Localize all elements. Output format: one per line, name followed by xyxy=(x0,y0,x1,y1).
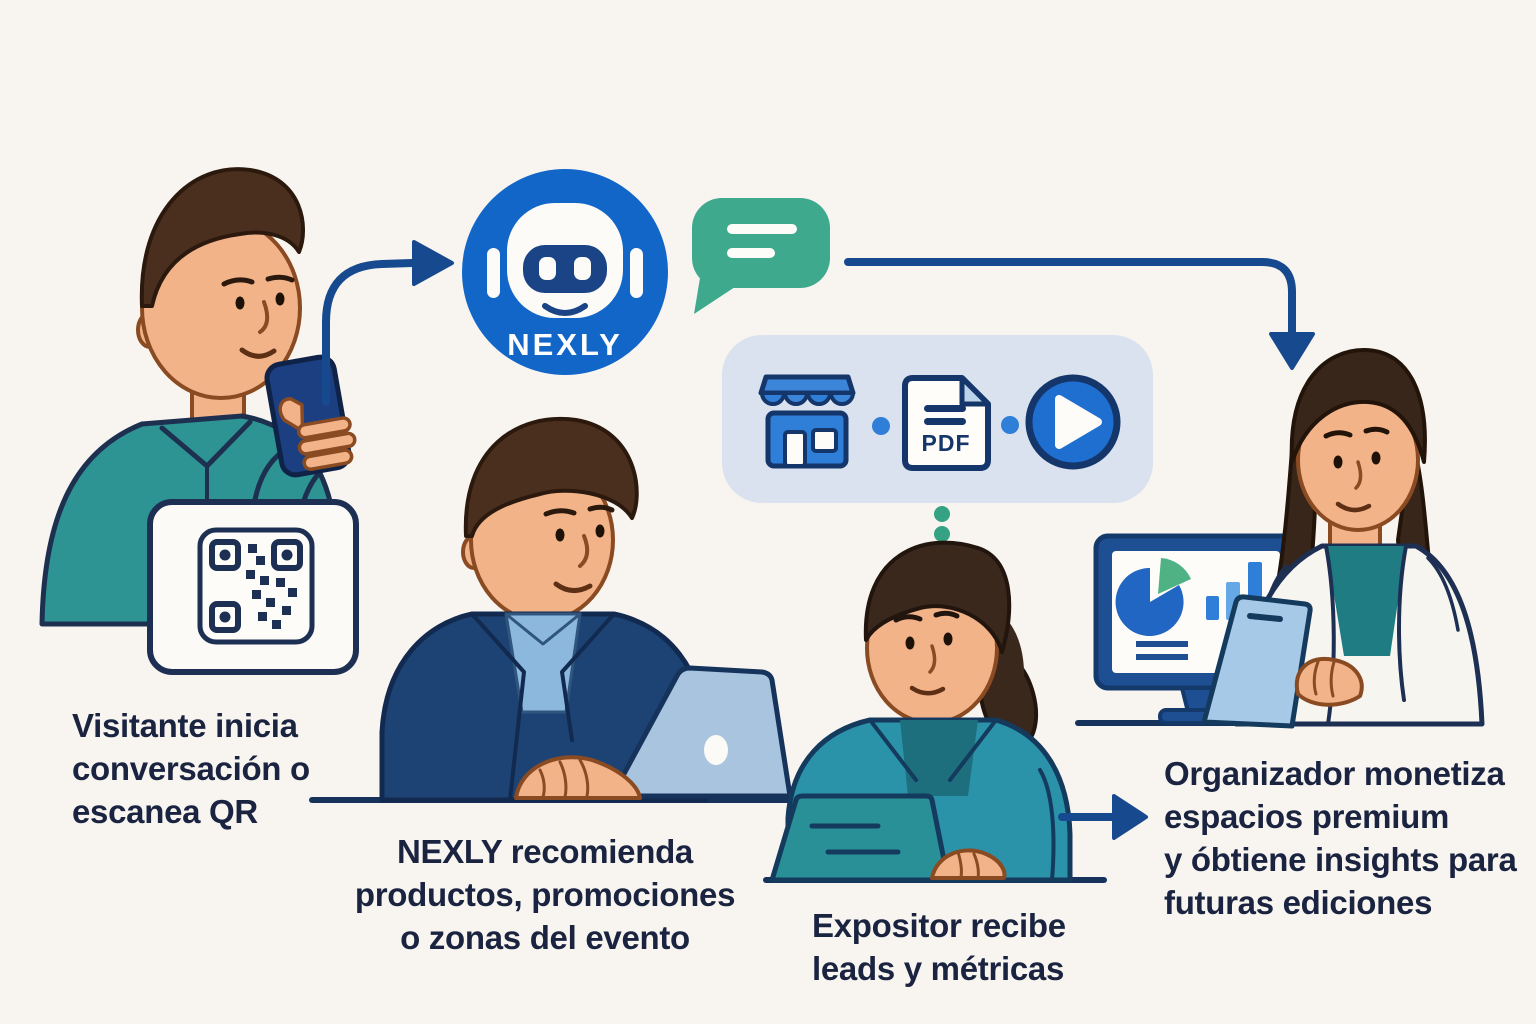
arrow-nexly-to-organizer xyxy=(844,258,1315,370)
dotted-connector xyxy=(934,506,950,542)
separator-dot xyxy=(872,417,890,435)
caption-line: leads y métricas xyxy=(812,950,1065,987)
caption-line: escanea QR xyxy=(72,793,258,830)
caption-line: futuras ediciones xyxy=(1164,884,1433,921)
pdf-icon xyxy=(902,375,991,471)
laptop-back xyxy=(769,793,951,883)
qr-code-card xyxy=(147,499,359,675)
smartphone xyxy=(264,354,357,478)
arrow-visitor-to-nexly xyxy=(322,240,454,406)
organizer-person xyxy=(1201,348,1485,729)
play-icon xyxy=(1025,374,1121,470)
laptop xyxy=(609,665,793,799)
caption-line: espacios premium xyxy=(1164,798,1449,835)
caption-visitor-step: Visitante inicia conversación o escanea … xyxy=(72,704,310,833)
man-at-laptop xyxy=(309,416,795,803)
robot-icon xyxy=(487,203,643,318)
caption-line: Visitante inicia xyxy=(72,707,298,744)
store-icon xyxy=(758,374,856,469)
qr-code xyxy=(197,527,315,645)
nexly-logo-label: NEXLY xyxy=(507,327,623,362)
caption-line: Organizador monetiza xyxy=(1164,755,1505,792)
caption-nexly-step: NEXLY recomienda productos, promociones … xyxy=(335,830,755,959)
caption-expositor-step: Expositor recibe leads y métricas xyxy=(812,904,1066,990)
pdf-icon-label: PDF xyxy=(921,430,971,456)
caption-line: y óbtiene insights para xyxy=(1164,841,1517,878)
caption-line: NEXLY recomienda xyxy=(396,833,693,870)
arrow-expositor-to-organizer xyxy=(1058,794,1148,840)
expositor-person xyxy=(763,540,1107,883)
caption-line: conversación o xyxy=(72,750,310,787)
caption-line: o zonas del evento xyxy=(400,919,690,956)
tablet xyxy=(1201,594,1313,729)
nexly-logo xyxy=(462,169,668,375)
caption-line: productos, promociones xyxy=(354,876,736,913)
chat-bubble-icon xyxy=(692,198,830,314)
content-card xyxy=(722,335,1153,503)
separator-dot xyxy=(1001,416,1019,434)
caption-line: Expositor recibe xyxy=(812,907,1066,944)
caption-organizer-step: Organizador monetiza espacios premium y … xyxy=(1164,752,1517,924)
pie-chart-icon xyxy=(1115,558,1191,636)
